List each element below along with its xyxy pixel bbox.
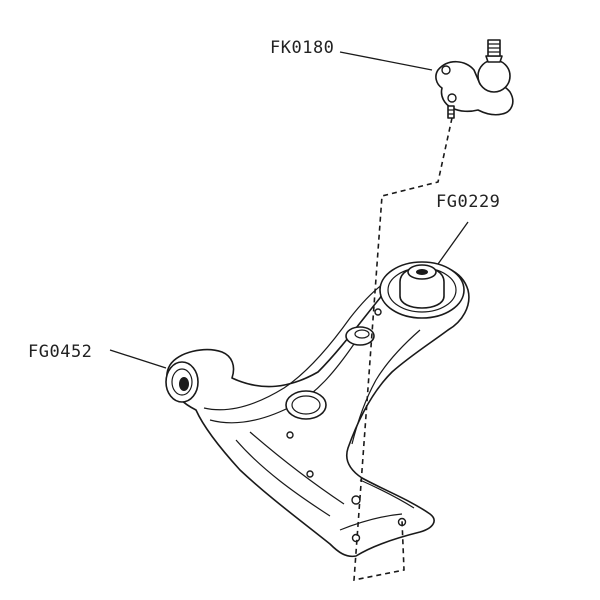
ball-joint (435, 39, 514, 119)
callout-ball-joint: FK0180 (270, 38, 335, 58)
front-bushing (165, 361, 199, 403)
rear-bushing (379, 261, 465, 319)
leader-fg0452 (109, 349, 167, 369)
control-arm (166, 264, 470, 558)
leader-fk0180 (339, 51, 433, 71)
callout-front-bushing: FG0452 (28, 342, 93, 362)
assembly-line (353, 117, 453, 581)
callout-rear-bushing: FG0229 (436, 192, 501, 212)
leader-fg0229 (437, 221, 469, 265)
